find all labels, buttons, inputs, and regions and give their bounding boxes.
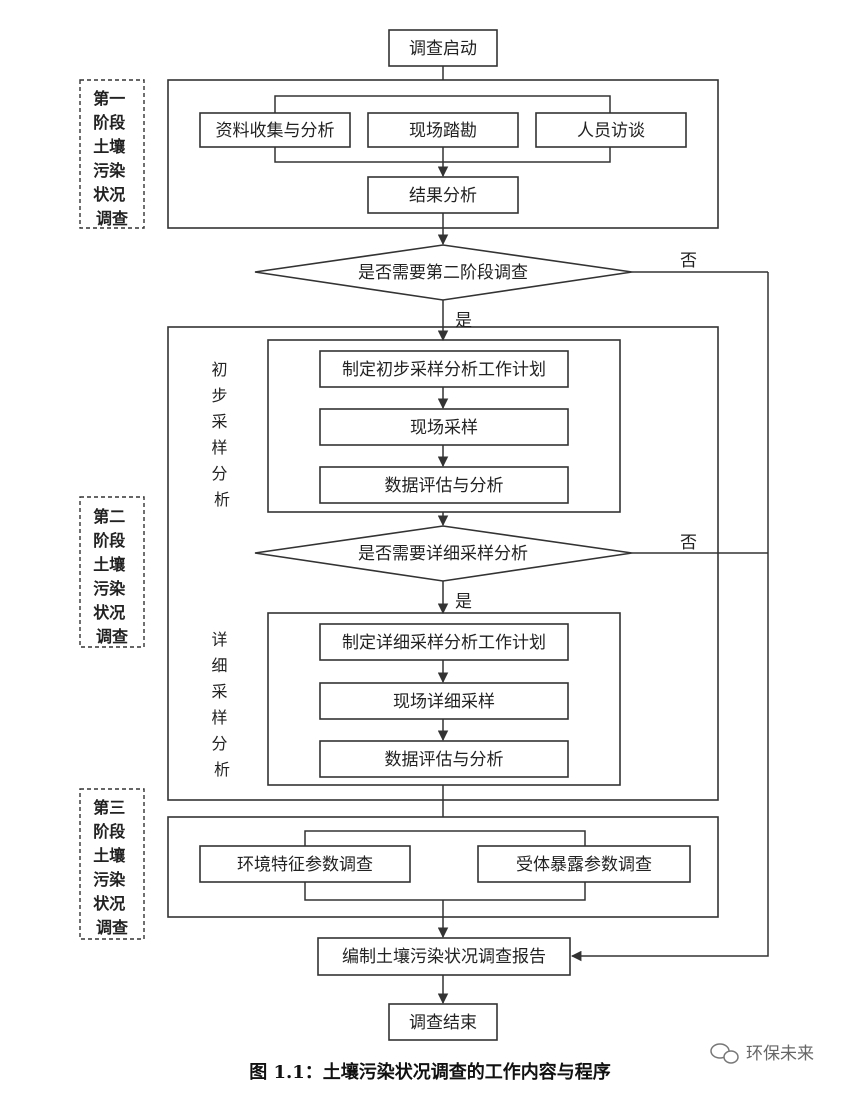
wechat-icon — [710, 1043, 739, 1064]
result-node-label: 结果分析 — [409, 186, 477, 206]
start-node-label: 调查启动 — [409, 39, 477, 59]
decision2-yes-label: 是 — [455, 592, 472, 612]
plan-initial-node — [319, 350, 569, 388]
start-node — [388, 29, 498, 67]
exposure-param-node — [477, 845, 691, 883]
edge-stage1-split — [274, 95, 611, 113]
stage3-label: 第三 阶段 土壤 污染 状况 调查 — [93, 798, 131, 937]
sampling-node-label: 现场采样 — [410, 418, 478, 438]
initial-group-label: 初 步 采 样 分 析 — [211, 360, 232, 509]
exposure-param-node-label: 受体暴露参数调查 — [516, 855, 652, 875]
env-param-node-label: 环境特征参数调查 — [237, 855, 373, 875]
stage1-label-box — [79, 79, 145, 229]
watermark-text: 环保未来 — [746, 1044, 814, 1064]
stage1-label: 第一 阶段 土壤 污染 状况 调查 — [93, 89, 131, 228]
report-node-label: 编制土壤污染状况调查报告 — [342, 946, 546, 967]
eval2-node-label: 数据评估与分析 — [385, 750, 504, 770]
eval2-node — [319, 740, 569, 778]
collect-node-label: 资料收集与分析 — [216, 121, 335, 141]
collect-node — [199, 112, 351, 148]
decision1-node — [254, 244, 633, 301]
decision1-node-label: 是否需要第二阶段调查 — [358, 263, 528, 283]
plan-initial-node-label: 制定初步采样分析工作计划 — [342, 360, 546, 380]
site-survey-node — [367, 112, 519, 148]
decision1-no-label: 否 — [680, 251, 697, 271]
plan-detail-node-label: 制定详细采样分析工作计划 — [342, 633, 546, 653]
edge-no-to-report — [570, 272, 769, 962]
plan-detail-node — [319, 623, 569, 661]
decision1-yes-label: 是 — [455, 311, 472, 331]
eval1-node — [319, 466, 569, 504]
detail-group-label: 详 细 采 样 分 析 — [211, 630, 232, 779]
decision2-no-label: 否 — [680, 533, 697, 553]
stage2-label-box — [79, 496, 145, 648]
end-node-label: 调查结束 — [409, 1013, 477, 1033]
env-param-node — [199, 845, 411, 883]
sampling-detail-node-label: 现场详细采样 — [393, 692, 495, 712]
sampling-node — [319, 408, 569, 446]
eval1-node-label: 数据评估与分析 — [385, 476, 504, 496]
edge-stage3-merge — [304, 882, 586, 901]
edge-stage3-split — [304, 830, 586, 846]
interview-node-label: 人员访谈 — [577, 121, 645, 141]
stage3-label-box — [79, 788, 145, 940]
end-node — [388, 1003, 498, 1041]
sampling-detail-node — [319, 682, 569, 720]
report-node — [317, 937, 571, 976]
stage2-label: 第二 阶段 土壤 污染 状况 调查 — [93, 507, 131, 646]
decision2-node-label: 是否需要详细采样分析 — [358, 544, 528, 564]
figure-caption: 图 1.1：土壤污染状况调查的工作内容与程序 — [249, 1061, 611, 1083]
result-node — [367, 176, 519, 214]
decision2-node — [254, 525, 633, 582]
interview-node — [535, 112, 687, 148]
site-survey-node-label: 现场踏勘 — [409, 121, 477, 141]
